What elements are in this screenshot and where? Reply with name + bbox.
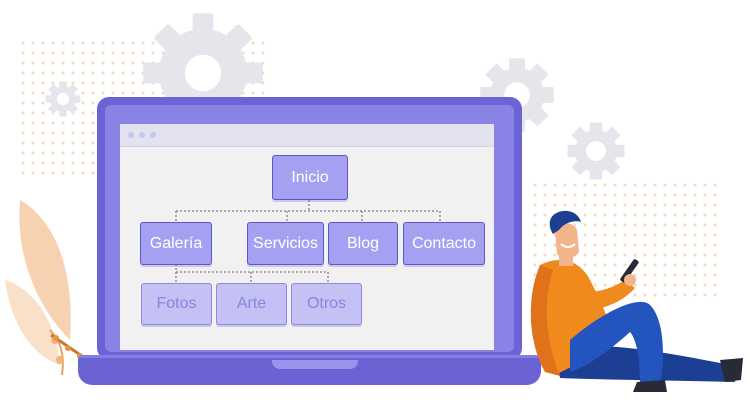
sitemap-node-inicio: Inicio (272, 155, 348, 200)
sitemap-node-fotos: Fotos (141, 283, 212, 325)
window-dot-icon (150, 132, 156, 138)
gear-icon (567, 122, 625, 180)
laptop-notch (272, 360, 358, 369)
sitemap-node-otros: Otros (291, 283, 362, 325)
sitemap-node-galeria: Galería (140, 222, 212, 265)
plant-leaves (5, 200, 71, 376)
window-title-bar (120, 124, 494, 147)
gear-icon (45, 81, 81, 117)
sitemap-node-blog: Blog (328, 222, 398, 265)
sitemap-node-arte: Arte (216, 283, 287, 325)
sitemap-node-contacto: Contacto (403, 222, 485, 265)
window-dot-icon (128, 132, 134, 138)
sitemap-node-servicios: Servicios (247, 222, 324, 265)
smartphone-icon (620, 259, 639, 283)
person-figure (530, 210, 743, 392)
window-dot-icon (139, 132, 145, 138)
